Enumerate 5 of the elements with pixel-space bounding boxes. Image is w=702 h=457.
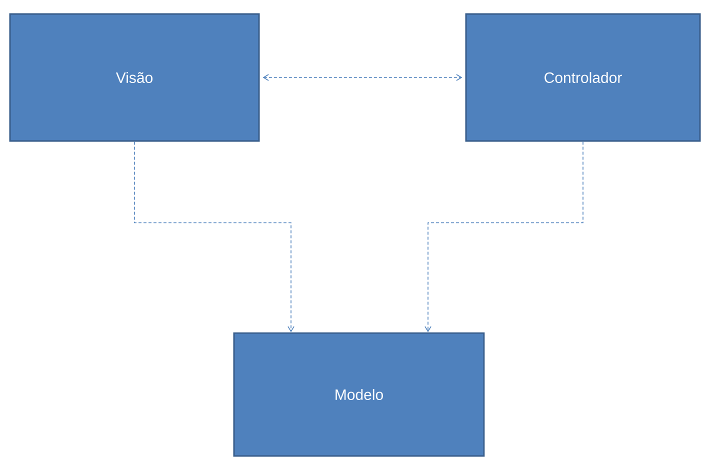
process-box: Visão: [9, 13, 260, 142]
arrow: [134, 141, 294, 332]
process-box: Controlador: [465, 13, 701, 142]
process-box: Modelo: [233, 332, 485, 457]
arrow: [424, 141, 584, 332]
